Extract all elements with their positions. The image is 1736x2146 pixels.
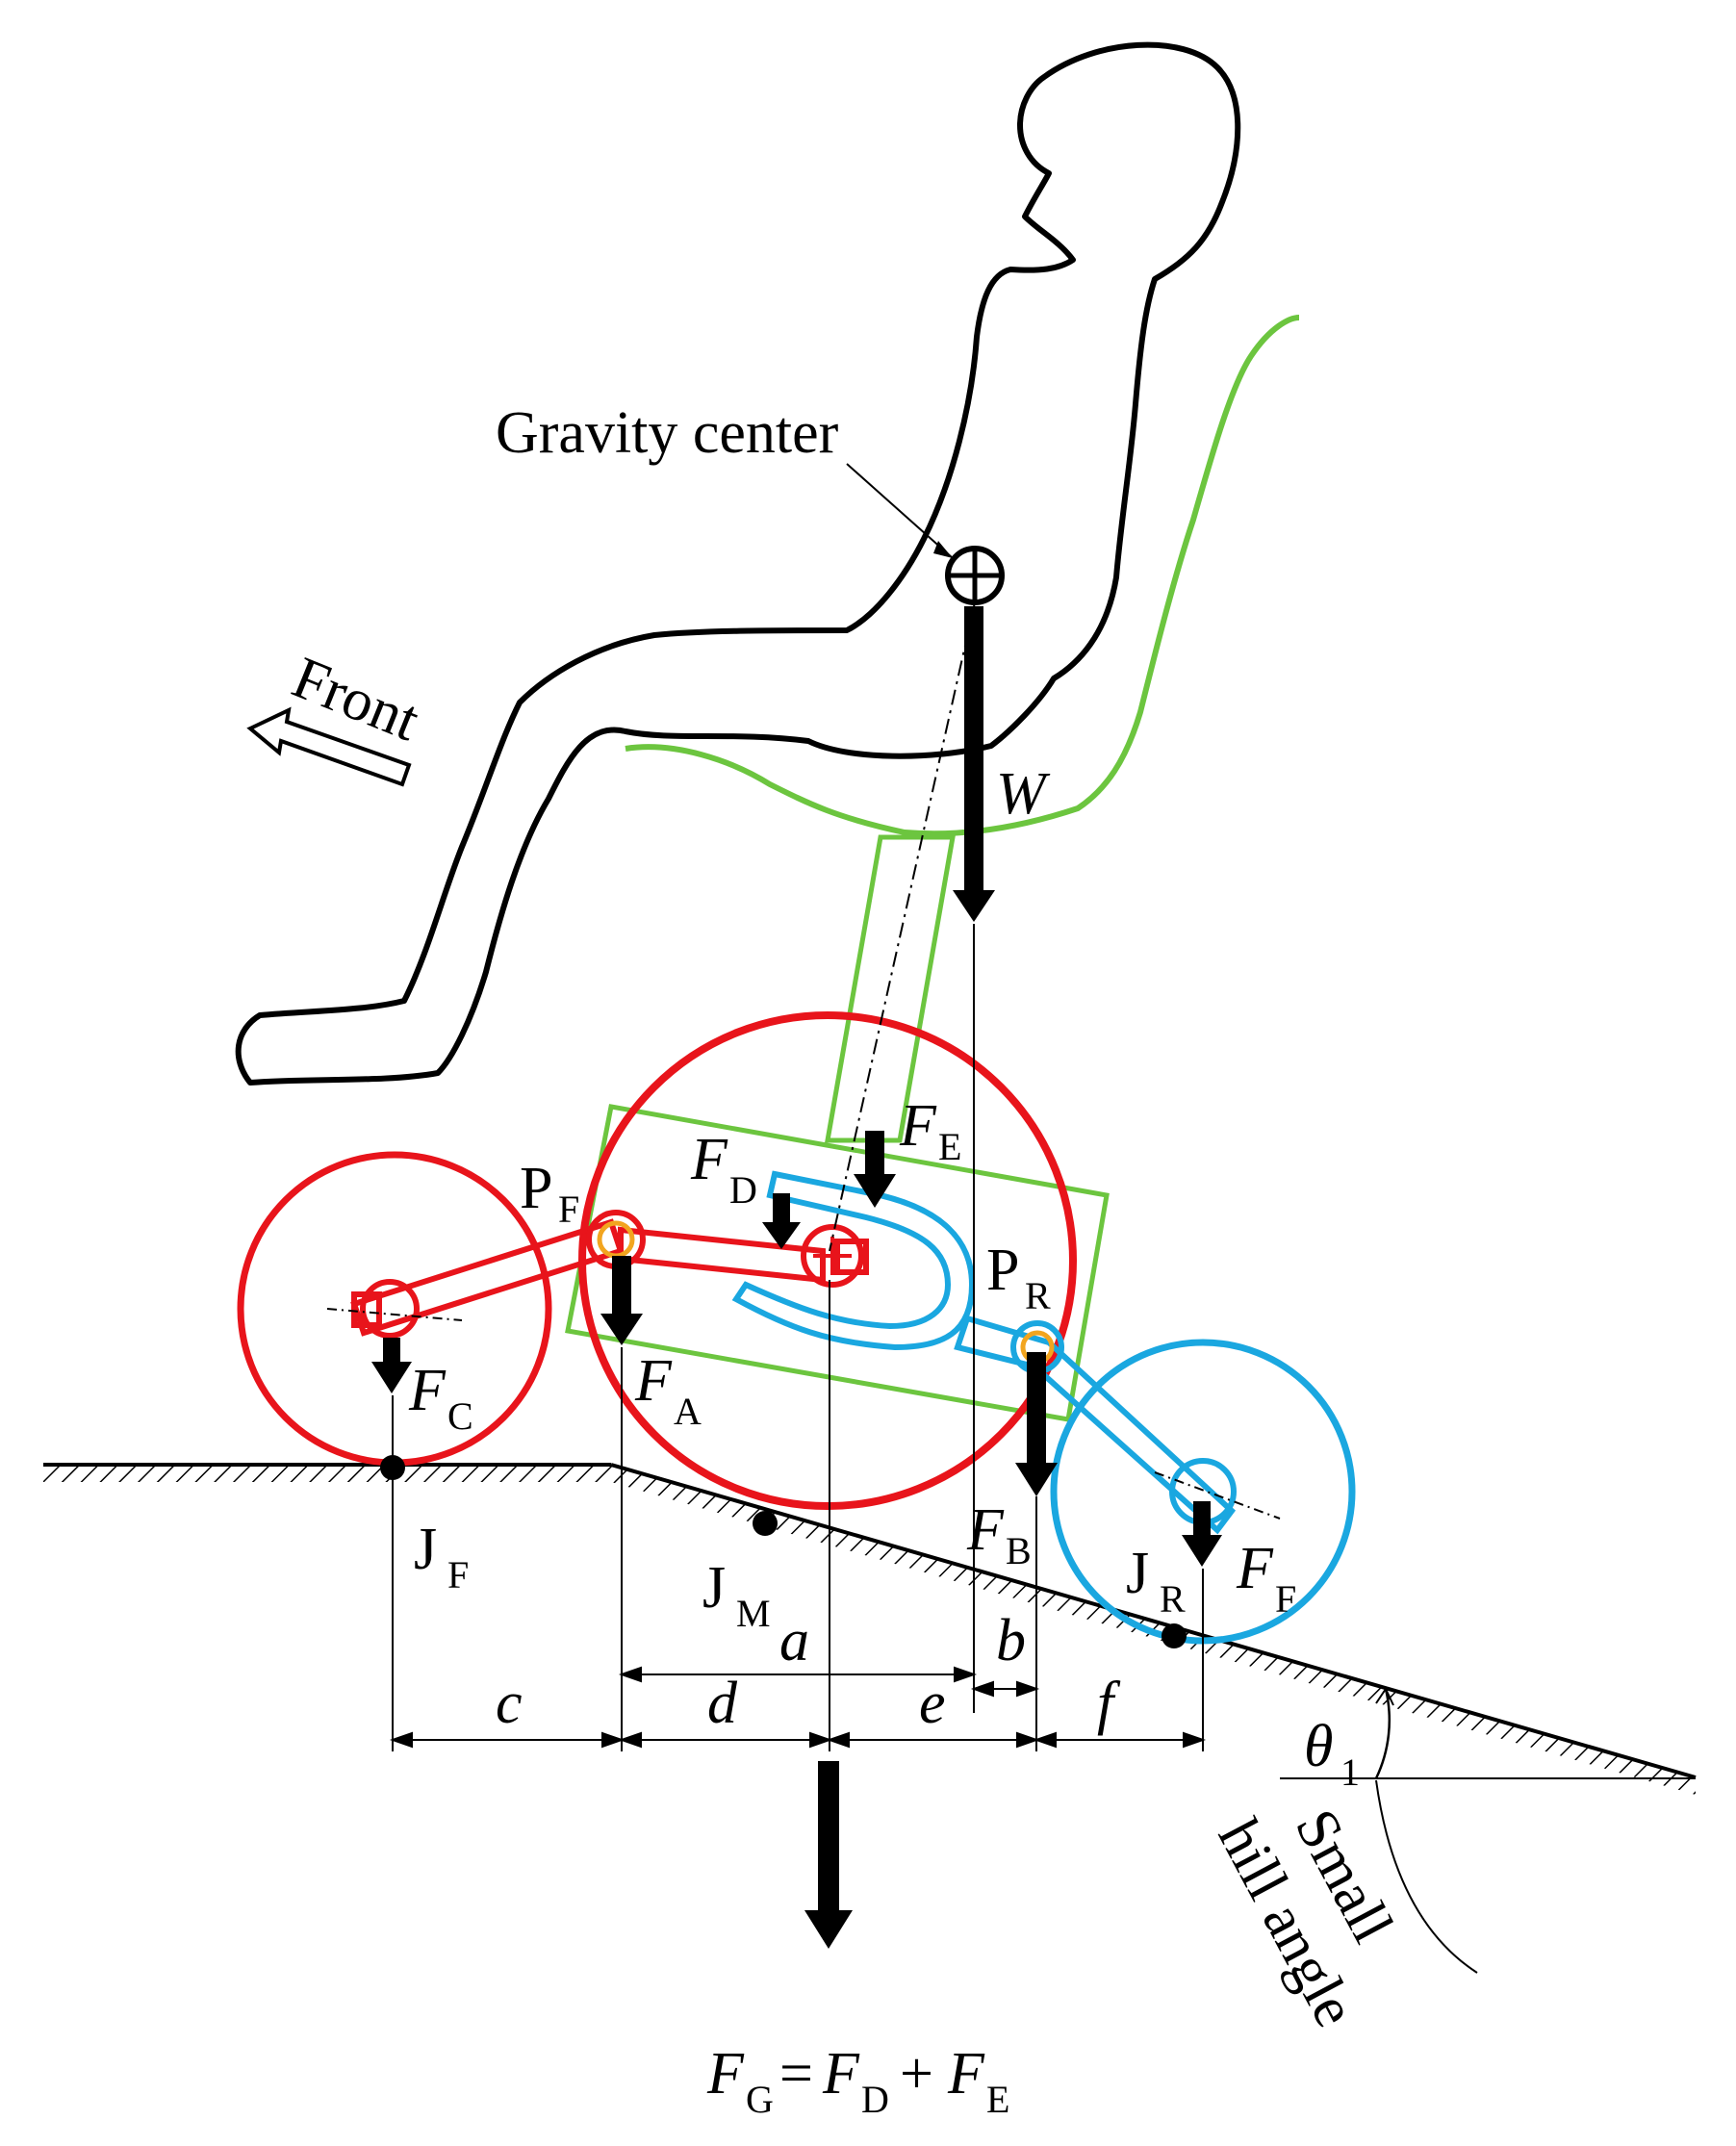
fc-label-sub: C <box>447 1394 473 1438</box>
fg-eq-f1: F <box>706 2041 745 2107</box>
dim-tick <box>954 1666 978 1683</box>
fg-eq-f3: F <box>947 2041 985 2107</box>
dim-e-label: e <box>919 1671 946 1736</box>
front-direction-arrow-icon <box>246 706 412 787</box>
gravity-center-leader <box>846 463 954 559</box>
pf-label-sub: F <box>558 1188 579 1231</box>
dim-tick <box>601 1731 625 1749</box>
middle-axle-icon <box>801 1224 864 1288</box>
fg-arrow-head <box>804 1910 853 1949</box>
fb-arrow-shaft <box>1027 1352 1046 1468</box>
jr-label-main: J <box>1126 1541 1149 1606</box>
fg-eq-s2: D <box>861 2078 889 2121</box>
fe-label-sub: E <box>938 1125 961 1168</box>
ground <box>43 1463 1697 1974</box>
front-axle-block <box>351 1291 382 1328</box>
dim-tick <box>970 1680 994 1698</box>
fa-arrow-head <box>600 1314 643 1345</box>
dim-c-label: c <box>496 1671 523 1736</box>
contact-point-middle <box>753 1511 778 1536</box>
dim-f-label: f <box>1097 1671 1121 1736</box>
dim-tick <box>809 1731 833 1749</box>
dim-tick <box>389 1731 413 1749</box>
fd-label-main: F <box>690 1127 728 1192</box>
front-wheel <box>237 1151 552 1467</box>
front-label: Front <box>284 645 428 754</box>
fe-label-main: F <box>899 1093 937 1159</box>
dim-tick <box>826 1731 850 1749</box>
dim-tick <box>618 1731 642 1749</box>
w-arrow-head <box>953 890 995 922</box>
fa-arrow-shaft <box>612 1256 631 1318</box>
fc-arrow-head <box>371 1362 412 1393</box>
theta-arc <box>1374 1688 1391 1779</box>
pf-label-main: P <box>520 1156 552 1221</box>
fg-arrow-shaft <box>818 1761 839 1915</box>
fg-equation: F G = F D + F E <box>706 2041 1009 2121</box>
fe-arrow-shaft <box>865 1131 884 1179</box>
seat-post <box>825 834 956 1143</box>
gravity-center-arrowhead <box>933 541 953 558</box>
dim-tick <box>1016 1731 1040 1749</box>
ff-arrow-shaft <box>1193 1501 1211 1540</box>
fd-arrow-shaft <box>773 1193 790 1227</box>
fa-label-main: F <box>634 1348 673 1414</box>
front-axle-icon <box>360 1279 420 1339</box>
fc-label-main: F <box>408 1358 447 1423</box>
theta-arrow-icon <box>1375 1686 1394 1706</box>
ff-arrow-head <box>1182 1535 1222 1567</box>
gravity-center <box>829 463 1005 1252</box>
dim-tick <box>1033 1731 1057 1749</box>
pr-label-main: P <box>986 1238 1019 1303</box>
jm-label-sub: M <box>736 1592 771 1635</box>
dim-tick <box>1016 1680 1040 1698</box>
fd-arrow-head <box>762 1222 801 1249</box>
person-outline <box>235 41 1241 1086</box>
middle-link-arm <box>618 1226 826 1284</box>
hill-angle-leader <box>1375 1779 1478 1974</box>
front-axle-centerline <box>326 1308 463 1321</box>
weight-label: W <box>996 761 1051 827</box>
contact-point-rear <box>1162 1623 1187 1648</box>
fg-eq-s3: E <box>986 2078 1009 2121</box>
fg-eq-plus: + <box>900 2041 933 2107</box>
fc-arrow-shaft <box>383 1338 400 1367</box>
dim-b-label: b <box>996 1608 1026 1673</box>
fg-eq-eq: = <box>779 2041 813 2107</box>
jf-label-main: J <box>414 1517 437 1582</box>
seat <box>565 315 1300 1422</box>
fb-label-sub: B <box>1006 1529 1032 1572</box>
force-arrows <box>371 606 1222 1949</box>
pr-label-sub: R <box>1025 1274 1051 1317</box>
dim-a-label: a <box>779 1608 809 1673</box>
ff-label-main: F <box>1236 1536 1274 1601</box>
dimension-lines <box>389 1666 1207 1749</box>
ff-label-sub: F <box>1275 1577 1296 1621</box>
fg-eq-f2: F <box>822 2041 860 2107</box>
rear-axle-centerline <box>1154 1471 1281 1520</box>
dim-d-label: d <box>707 1671 738 1736</box>
fb-label-main: F <box>966 1497 1005 1563</box>
w-arrow-shaft <box>964 606 983 890</box>
jm-label-main: J <box>702 1555 726 1621</box>
flat-ground-hatch <box>43 1465 611 1482</box>
fb-arrow-head <box>1015 1463 1058 1496</box>
dimension-extension-lines <box>392 924 1204 1751</box>
fd-label-sub: D <box>729 1168 757 1212</box>
jr-label-sub: R <box>1160 1577 1186 1621</box>
fa-label-sub: A <box>674 1390 702 1433</box>
theta-label-main: θ <box>1304 1714 1333 1779</box>
seat-back-curve <box>625 315 1300 837</box>
fe-arrow-head <box>854 1174 896 1208</box>
dim-tick <box>1183 1731 1207 1749</box>
dim-tick <box>618 1666 642 1683</box>
fg-eq-s1: G <box>746 2078 774 2121</box>
slope-line <box>610 1463 1697 1779</box>
gravity-center-label: Gravity center <box>496 400 839 466</box>
jf-label-sub: F <box>447 1553 469 1597</box>
gc-to-axle-centerline <box>829 601 976 1252</box>
theta-label-sub: 1 <box>1340 1750 1360 1794</box>
rear-u-bracket <box>731 1170 976 1351</box>
